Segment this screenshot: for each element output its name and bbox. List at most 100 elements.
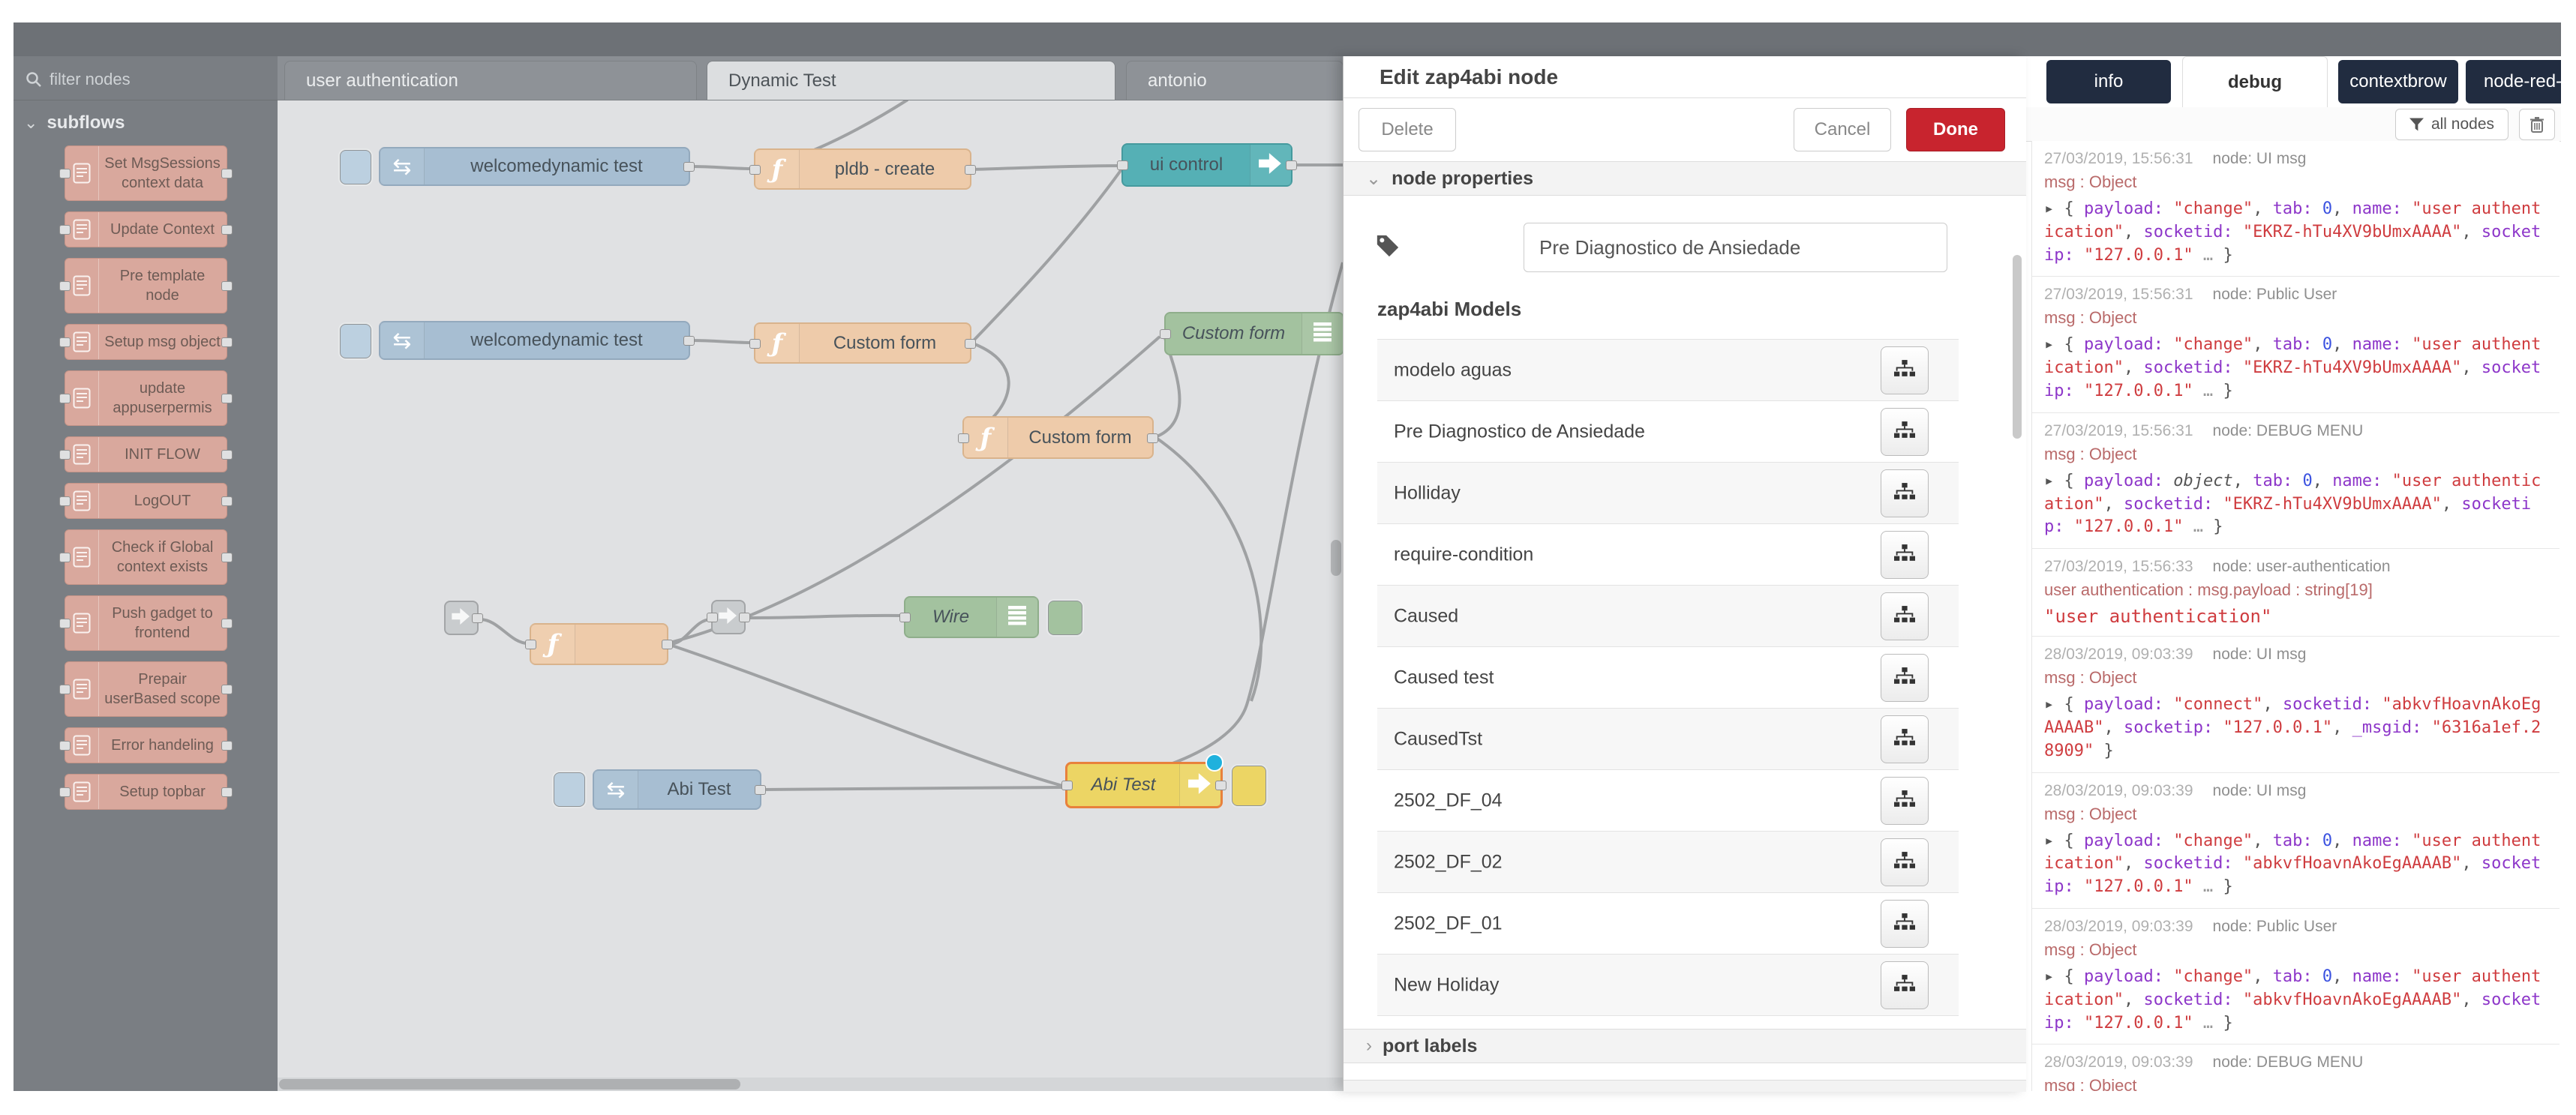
node-output-port[interactable] <box>755 785 766 795</box>
model-tree-button[interactable] <box>1881 592 1929 640</box>
debug-string-value[interactable]: "user authentication" <box>2044 606 2272 628</box>
flow-node-function[interactable] <box>444 601 483 635</box>
node-output-port[interactable] <box>1286 160 1297 170</box>
model-tree-button[interactable] <box>1881 838 1929 886</box>
node-action-button[interactable] <box>340 150 371 184</box>
canvas-vertical-scrollbar[interactable] <box>1331 540 1341 576</box>
debug-payload[interactable]: ▸ { payload: "change", tab: 0, name: "us… <box>2044 967 2541 1033</box>
sidebar-tab-debug[interactable]: debug <box>2182 56 2328 107</box>
node-input-port[interactable] <box>958 433 969 443</box>
flow-tab-dynamic-test[interactable]: Dynamic Test <box>707 61 1115 100</box>
node-output-port[interactable] <box>662 640 673 649</box>
wire[interactable] <box>669 643 1066 788</box>
section-port-labels[interactable]: › port labels <box>1344 1029 2026 1063</box>
flow-node-custom-form[interactable]: Custom form <box>1160 312 1343 355</box>
node-output-port[interactable] <box>739 613 750 622</box>
wire[interactable] <box>669 335 1161 644</box>
node-input-port[interactable] <box>749 338 761 349</box>
debug-payload[interactable]: ▸ { payload: "change", tab: 0, name: "us… <box>2044 335 2541 400</box>
node-output-port[interactable] <box>683 336 695 346</box>
palette-item-pre-template-node[interactable]: Pre template node <box>59 258 233 313</box>
flow-node-wire[interactable]: Wire <box>899 596 1039 638</box>
debug-payload[interactable]: ▸ { payload: "connect", socketid: "abkvf… <box>2044 695 2541 760</box>
node-input-port[interactable] <box>707 613 718 622</box>
node-input-port[interactable] <box>749 164 761 175</box>
node-action-button[interactable] <box>1048 601 1082 635</box>
flow-node-function[interactable] <box>707 600 750 634</box>
node-action-button[interactable] <box>1232 766 1266 806</box>
sidebar-tab-node-red-r[interactable]: node-red-r <box>2466 60 2561 103</box>
node-action-button[interactable] <box>554 772 585 807</box>
node-output-port[interactable] <box>683 162 695 172</box>
model-tree-button[interactable] <box>1881 900 1929 948</box>
wire[interactable] <box>1154 436 1263 702</box>
node-input-port[interactable] <box>525 640 536 649</box>
wire[interactable] <box>689 339 755 344</box>
node-input-port[interactable] <box>1117 160 1128 170</box>
wire[interactable] <box>762 786 1064 791</box>
node-input-port[interactable] <box>1160 329 1171 339</box>
model-tree-button[interactable] <box>1881 961 1929 1009</box>
model-tree-button[interactable] <box>1881 715 1929 763</box>
palette-item-setup-msg-object[interactable]: Setup msg object <box>59 324 233 360</box>
wire[interactable] <box>971 168 1123 343</box>
tray-scrollbar-thumb[interactable] <box>2013 255 2022 439</box>
model-tree-button[interactable] <box>1881 654 1929 702</box>
flow-node-function[interactable]: ƒ <box>525 623 673 665</box>
debug-filter-button[interactable]: all nodes <box>2394 109 2508 140</box>
clear-debug-button[interactable] <box>2519 109 2555 140</box>
flow-node-ui-control[interactable]: ui control <box>1117 143 1297 187</box>
palette-item-error-handeling[interactable]: Error handeling <box>59 727 233 763</box>
node-output-port[interactable] <box>1215 781 1226 790</box>
palette-filter[interactable]: filter nodes <box>14 56 278 100</box>
flow-tab-user-authentication[interactable]: user authentication <box>284 61 697 100</box>
section-node-properties[interactable]: ⌄ node properties <box>1344 161 2026 196</box>
palette-item-push-gadget-to-frontend[interactable]: Push gadget to frontend <box>59 595 233 651</box>
scrollbar-thumb[interactable] <box>279 1079 740 1090</box>
debug-payload[interactable]: ▸ { payload: object, tab: 0, name: "user… <box>2044 471 2541 537</box>
palette-item-set-msgsessions-context-data[interactable]: Set MsgSessions context data <box>59 145 233 201</box>
flow-node-welcomedynamic-test[interactable]: ⇆welcomedynamic test <box>379 321 695 360</box>
model-tree-button[interactable] <box>1881 531 1929 579</box>
node-name-input[interactable] <box>1524 223 1947 272</box>
palette-item-setup-topbar[interactable]: Setup topbar <box>59 774 233 810</box>
sidebar-tab-info[interactable]: info <box>2046 60 2171 103</box>
model-tree-button[interactable] <box>1881 777 1929 825</box>
flow-tab-antonio[interactable]: antonio <box>1126 61 1343 100</box>
wire[interactable] <box>669 618 712 646</box>
sidebar-tab-contextbrow[interactable]: contextbrow <box>2338 60 2458 103</box>
wire[interactable] <box>479 618 529 645</box>
flow-node-abi-test[interactable]: Abi Test <box>1061 754 1226 808</box>
palette-item-init-flow[interactable]: INIT FLOW <box>59 436 233 472</box>
model-tree-button[interactable] <box>1881 408 1929 456</box>
node-input-port[interactable] <box>899 613 911 622</box>
flow-node-abi-test[interactable]: ⇆Abi Test <box>593 769 766 810</box>
palette-category-subflows[interactable]: ⌄ subflows <box>14 100 278 145</box>
delete-button[interactable]: Delete <box>1359 108 1456 151</box>
wire[interactable] <box>972 164 1122 171</box>
node-input-port[interactable] <box>1061 781 1073 790</box>
wire[interactable] <box>746 613 903 619</box>
node-output-port[interactable] <box>472 613 483 623</box>
wire[interactable] <box>689 165 755 170</box>
node-output-port[interactable] <box>965 164 976 175</box>
flow-node-welcomedynamic-test[interactable]: ⇆welcomedynamic test <box>379 147 695 186</box>
model-tree-button[interactable] <box>1881 346 1929 394</box>
palette-item-logout[interactable]: LogOUT <box>59 483 233 519</box>
debug-payload[interactable]: ▸ { payload: "change", tab: 0, name: "us… <box>2044 199 2541 265</box>
node-action-button[interactable] <box>340 324 371 358</box>
palette-item-update-appuserpermis[interactable]: update appuserpermis <box>59 370 233 426</box>
palette-item-prepair-userbased-scope[interactable]: Prepair userBased scope <box>59 661 233 717</box>
palette-item-update-context[interactable]: Update Context <box>59 211 233 247</box>
palette-item-check-if-global-context-exists[interactable]: Check if Global context exists <box>59 529 233 585</box>
canvas-horizontal-scrollbar[interactable] <box>278 1078 1343 1091</box>
model-tree-button[interactable] <box>1881 469 1929 517</box>
node-output-port[interactable] <box>965 338 976 349</box>
node-output-port[interactable] <box>1147 433 1158 443</box>
debug-payload[interactable]: ▸ { payload: "change", tab: 0, name: "us… <box>2044 831 2541 897</box>
cancel-button[interactable]: Cancel <box>1794 108 1891 151</box>
